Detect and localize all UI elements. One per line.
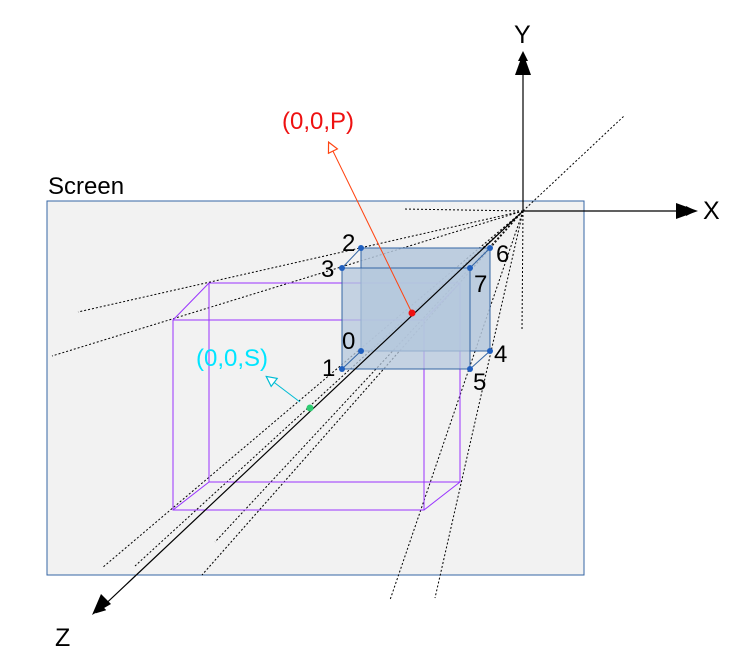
vertex-labels: 0 1 2 3 4 5 6 7	[321, 230, 509, 396]
vertex-0	[358, 348, 364, 354]
z-axis-label: Z	[55, 624, 70, 652]
y-axis-arrowhead-icon	[515, 53, 531, 75]
point-s-label: (0,0,S)	[196, 345, 268, 372]
vertex-label-1: 1	[322, 355, 335, 382]
projected-edge	[172, 282, 210, 321]
x-axis-label: X	[703, 197, 720, 225]
vertex-5	[467, 366, 473, 372]
screen-plane	[46, 200, 585, 576]
projected-edge	[423, 481, 461, 511]
point-p-pointer	[329, 143, 413, 314]
ray	[402, 208, 524, 212]
vertex-4	[487, 348, 493, 354]
vertex-3	[339, 265, 345, 271]
cube-vertices	[339, 245, 493, 372]
ray	[389, 210, 524, 601]
vertex-label-0: 0	[342, 328, 355, 355]
z-axis-arrowhead-icon	[92, 594, 111, 615]
cube-edge	[469, 350, 491, 370]
point-s-pointer	[267, 377, 301, 403]
x-axis-arrowhead-icon	[676, 203, 698, 219]
cube-edge	[469, 247, 491, 269]
projected-front-face	[172, 319, 425, 511]
vertex-label-6: 6	[496, 241, 509, 268]
point-s-marker	[306, 404, 314, 412]
vertex-2	[358, 245, 364, 251]
vertex-label-5: 5	[473, 369, 486, 396]
point-p-marker	[408, 309, 416, 317]
ray	[522, 115, 625, 212]
screen-label: Screen	[48, 173, 124, 200]
vertex-label-7: 7	[474, 271, 487, 298]
vertex-label-3: 3	[321, 256, 334, 283]
vertex-1	[339, 366, 345, 372]
ray	[214, 210, 524, 543]
projected-edge	[172, 481, 210, 511]
ray	[77, 210, 524, 313]
point-p-label: (0,0,P)	[282, 108, 354, 135]
y-axis-label: Y	[514, 21, 531, 49]
vertex-label-2: 2	[342, 230, 355, 257]
cube-edge	[341, 247, 362, 269]
vertex-label-4: 4	[494, 341, 507, 368]
vertex-7	[467, 265, 473, 271]
vertex-6	[487, 245, 493, 251]
cube-edge	[341, 350, 362, 370]
projected-back-face	[208, 282, 461, 483]
